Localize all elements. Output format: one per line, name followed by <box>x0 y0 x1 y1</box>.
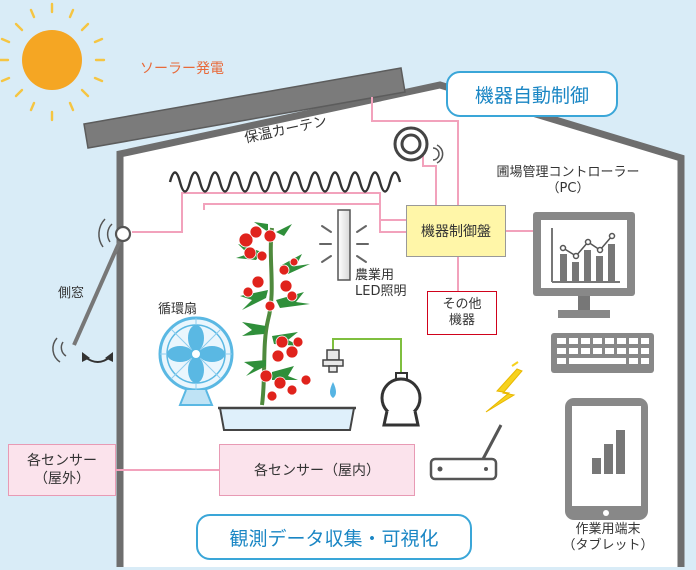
heater-curtain-icon <box>168 171 402 193</box>
other-devices-line2: 機器 <box>448 313 475 328</box>
outdoor-sensor-line2: （屋外） <box>34 471 90 487</box>
outdoor-sensor-line1: 各センサー <box>27 452 97 469</box>
tablet-label-line2: （タブレット） <box>562 538 654 554</box>
router-icon <box>429 424 503 481</box>
pump-icon <box>380 372 422 427</box>
curtain-motor-icon <box>393 126 444 164</box>
other-devices-line1: その他 <box>442 296 482 312</box>
tablet-icon <box>565 398 648 520</box>
chart-icon <box>551 228 620 283</box>
fan-icon <box>158 316 234 406</box>
keyboard-icon <box>551 333 654 373</box>
pump-pipe <box>332 338 402 375</box>
indoor-sensor-box: 各センサー（屋内） <box>219 444 415 496</box>
led-label: 農業用 LED照明 <box>355 268 406 301</box>
tablet-label-line1: 作業用端末 <box>575 522 641 537</box>
solar-label: ソーラー発電 <box>140 61 224 77</box>
auto-control-badge: 機器自動制御 <box>446 71 618 117</box>
control-wiring <box>116 97 533 471</box>
controller-pc-label-line1: 圃場管理コントローラー <box>496 165 640 180</box>
observation-badge: 観測データ収集・可視化 <box>196 514 472 560</box>
water-drip-icon <box>322 349 344 398</box>
sun-icon <box>0 2 106 122</box>
other-devices-box: その他 機器 <box>427 291 497 335</box>
planter-icon <box>218 406 356 431</box>
fan-label: 循環扇 <box>158 302 198 317</box>
controller-pc-label: 圃場管理コントローラー （PC） <box>478 165 658 198</box>
tomato-plant-icon <box>236 222 312 406</box>
wireless-bolt-icon <box>485 361 523 413</box>
led-label-line1: 農業用 <box>355 268 395 283</box>
led-label-line2: LED照明 <box>355 284 407 300</box>
side-window-icon <box>52 218 132 363</box>
tablet-label: 作業用端末 （タブレット） <box>548 522 668 555</box>
outdoor-sensor-box: 各センサー （屋外） <box>8 444 116 496</box>
led-light-icon <box>319 209 369 281</box>
pc-monitor-icon <box>533 212 635 318</box>
controller-pc-label-line2: （PC） <box>546 181 590 197</box>
control-panel-box: 機器制御盤 <box>406 205 506 257</box>
solar-panel-icon <box>83 67 406 149</box>
side-window-label: 側窓 <box>58 286 85 301</box>
